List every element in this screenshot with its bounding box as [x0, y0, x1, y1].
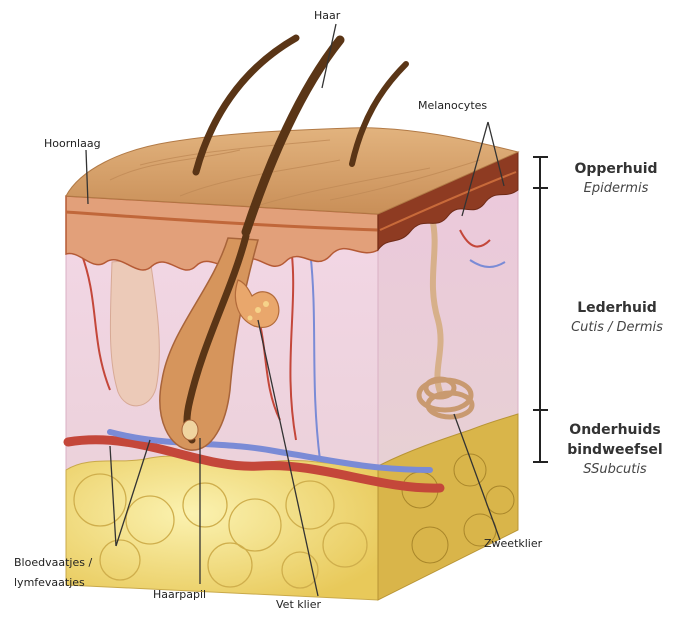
label-bloedvaatjes-line1: Bloedvaatjes / [14, 556, 92, 570]
label-melanocytes: Melanocytes [418, 99, 487, 113]
layer-onderhuids-latin: SSubcutis [553, 460, 677, 479]
label-zweetklier: Zweetklier [484, 537, 542, 551]
label-haar: Haar [314, 9, 340, 23]
label-vet-klier: Vet klier [276, 598, 321, 612]
layer-opperhuid-name: Opperhuid [558, 159, 674, 179]
layer-onderhuids: Onderhuids bindweefsel SSubcutis [553, 420, 677, 479]
layer-opperhuid: Opperhuid Epidermis [558, 159, 674, 198]
layer-opperhuid-latin: Epidermis [558, 179, 674, 198]
layer-onderhuids-name-1: Onderhuids [553, 420, 677, 440]
layer-bracket [533, 157, 548, 462]
follicle-left [110, 258, 159, 406]
label-bloedvaatjes: Bloedvaatjes / lymfevaatjes [14, 556, 92, 590]
layer-lederhuid: Lederhuid Cutis / Dermis [555, 298, 679, 337]
layer-lederhuid-latin: Cutis / Dermis [555, 318, 679, 337]
layer-lederhuid-name: Lederhuid [555, 298, 679, 318]
label-haarpapil: Haarpapil [153, 588, 206, 602]
label-hoornlaag: Hoornlaag [44, 137, 101, 151]
label-bloedvaatjes-line2: lymfevaatjes [14, 576, 92, 590]
layer-onderhuids-name-2: bindweefsel [553, 440, 677, 460]
hair-papilla [182, 420, 198, 440]
